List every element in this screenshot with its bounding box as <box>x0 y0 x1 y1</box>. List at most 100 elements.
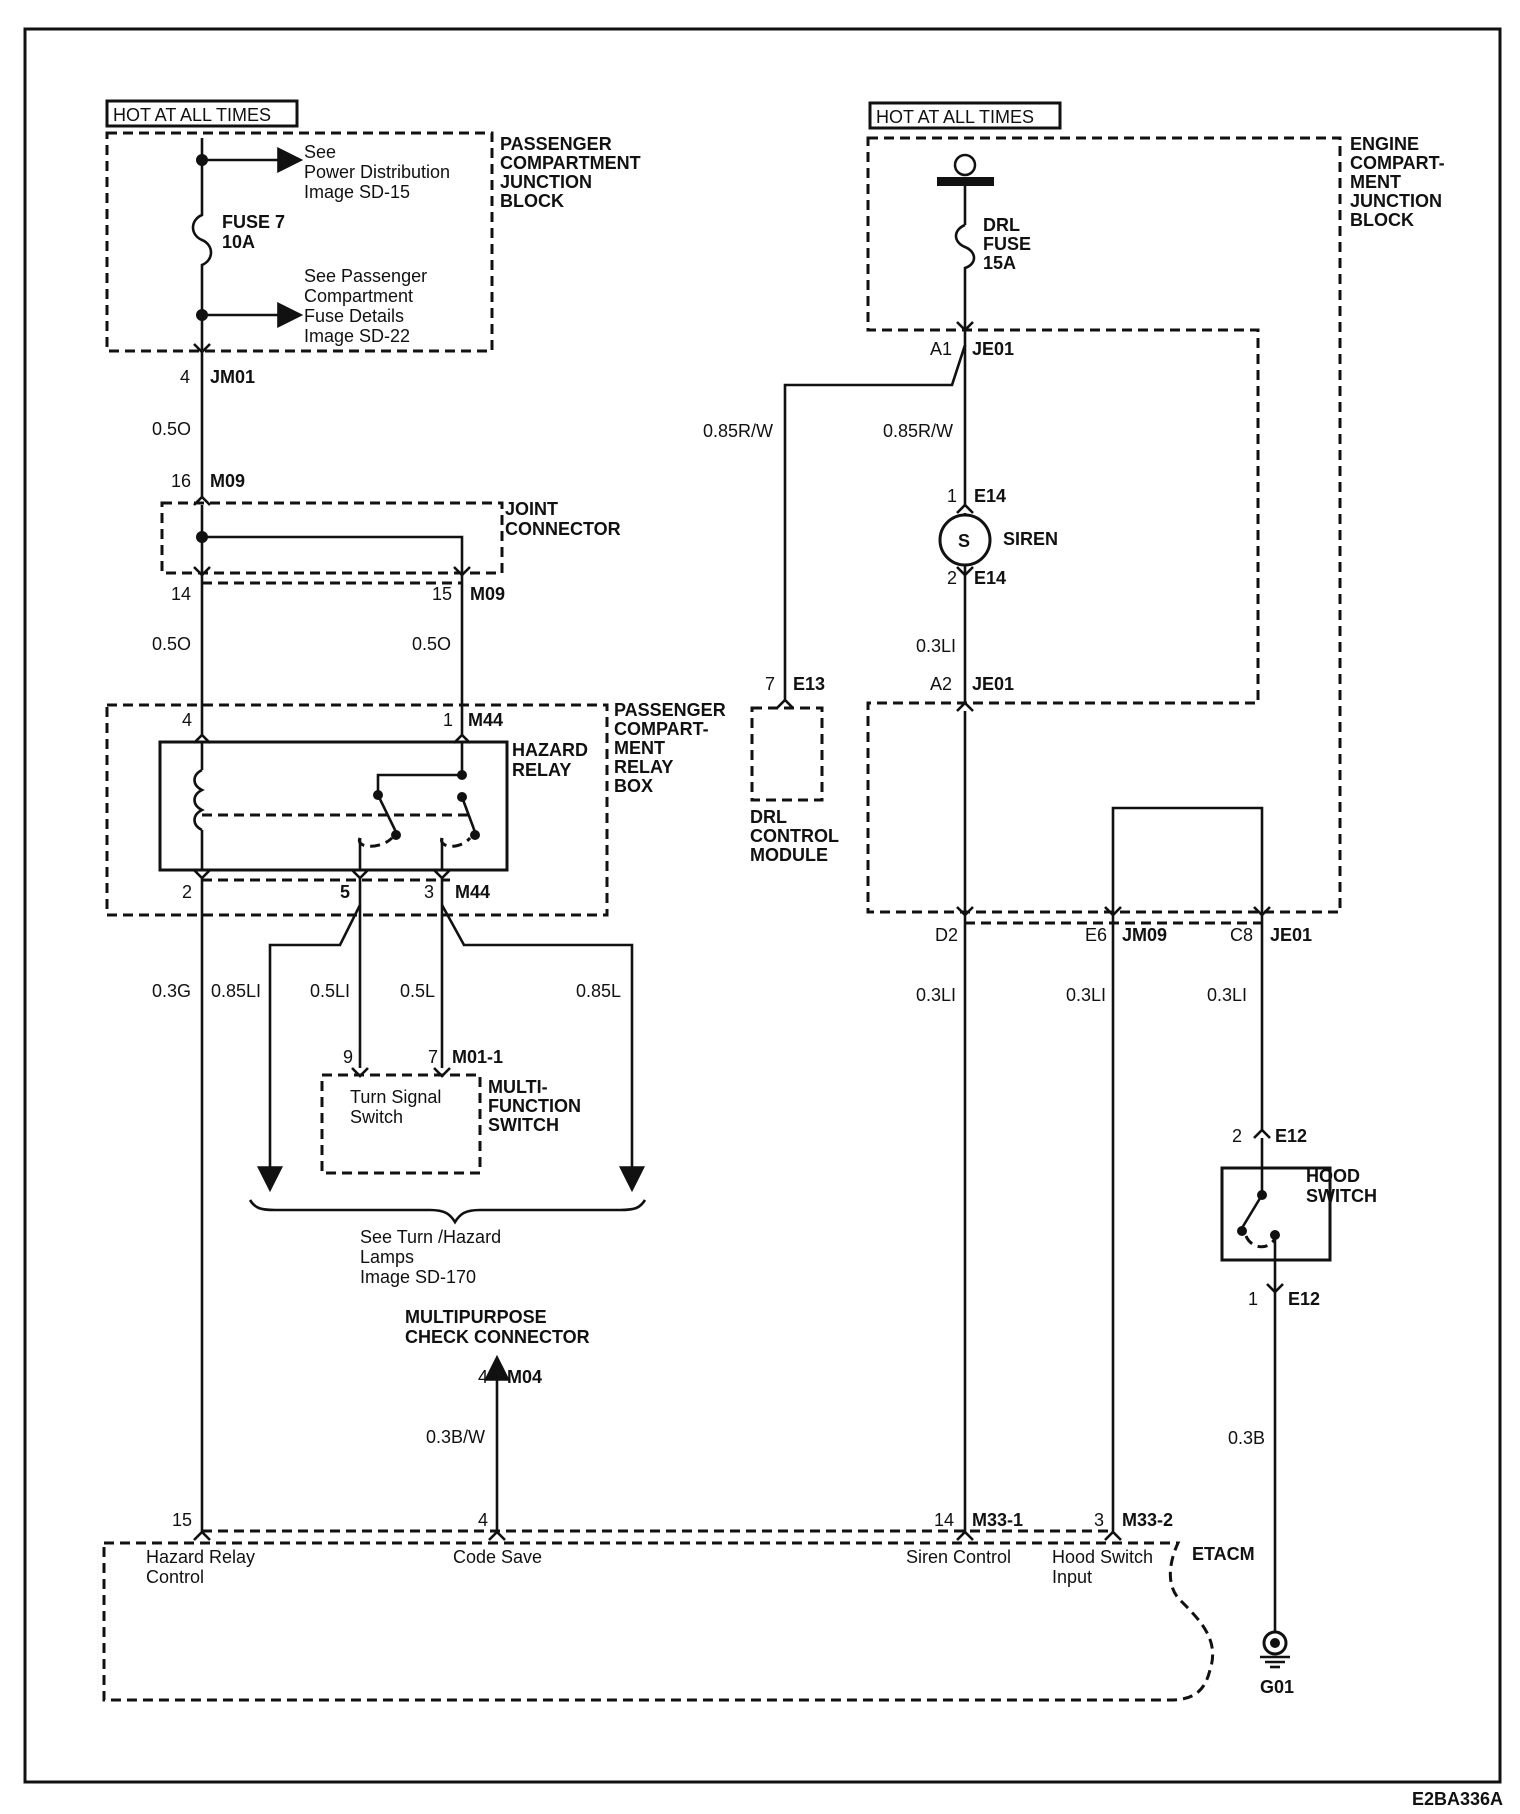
etacm-pin15: 15 <box>172 1510 192 1530</box>
m44-pin2: 2 <box>182 882 192 902</box>
e6-pin: E6 <box>1085 925 1107 945</box>
siren-symbol-letter: S <box>958 531 970 551</box>
a1-pin: A1 <box>930 339 952 359</box>
relay-box-label: PASSENGER COMPART- MENT RELAY BOX <box>614 700 731 796</box>
m44-pin3: 3 <box>424 882 434 902</box>
mfs-pin9: 9 <box>343 1047 353 1067</box>
m04-pin: 4 <box>478 1367 488 1387</box>
hazard-relay-label: HAZARD RELAY <box>512 740 593 780</box>
etacm-pin3: 3 <box>1094 1510 1104 1530</box>
turn-hazard-ref: See Turn /Hazard Lamps Image SD-170 <box>360 1227 506 1287</box>
m44-pin4: 4 <box>182 710 192 730</box>
ground-icon <box>1262 1630 1288 1656</box>
je01-label-top: JE01 <box>972 339 1014 359</box>
je01-label-bottom: JE01 <box>1270 925 1312 945</box>
multifunction-switch-label: MULTI- FUNCTION SWITCH <box>488 1077 586 1135</box>
e13-pin: 7 <box>765 674 775 694</box>
e12-bottom-label: E12 <box>1288 1289 1320 1309</box>
engine-compartment-junction-block <box>866 136 1342 914</box>
hazard-relay-control-label: Hazard Relay Control <box>146 1547 260 1587</box>
wire-drl2-label: 0.85R/W <box>883 421 953 441</box>
etacm-pin14: 14 <box>934 1510 954 1530</box>
c8-pin: C8 <box>1230 925 1253 945</box>
hot-at-all-times-right: HOT AT ALL TIMES <box>868 101 1062 130</box>
fuse-7-label: FUSE 7 10A <box>222 212 290 252</box>
wire-0-85l: 0.85L <box>576 981 621 1001</box>
hood-switch-input-label: Hood Switch Input <box>1052 1547 1158 1587</box>
hood-switch-label: HOOD SWITCH <box>1306 1166 1377 1206</box>
etacm-label: ETACM <box>1192 1544 1255 1564</box>
a2-pin: A2 <box>930 674 952 694</box>
drl-control-module-box <box>750 706 824 802</box>
e12-top-label: E12 <box>1275 1126 1307 1146</box>
code-save-label: Code Save <box>453 1547 542 1567</box>
passenger-compartment-relay-box <box>105 703 609 917</box>
wire-left1-label: 0.5O <box>152 634 191 654</box>
e12-pin2: 2 <box>1232 1126 1242 1146</box>
siren-label: SIREN <box>1003 529 1058 549</box>
wire-e6-label: 0.3LI <box>1066 985 1106 1005</box>
m09-top-label: M09 <box>210 471 245 491</box>
wire-0-3g: 0.3G <box>152 981 191 1001</box>
m09-pin14: 14 <box>171 584 191 604</box>
m04-label: M04 <box>507 1367 542 1387</box>
wire-d2-label: 0.3LI <box>916 985 956 1005</box>
e14-pin2: 2 <box>947 568 957 588</box>
turn-signal-switch-label: Turn Signal Switch <box>350 1087 446 1127</box>
hazard-relay <box>158 740 509 872</box>
m09-pin15: 15 <box>432 584 452 604</box>
wire-c8-label: 0.3LI <box>1207 985 1247 1005</box>
joint-connector-label: JOINT CONNECTOR <box>505 499 621 539</box>
wire-0-5li: 0.5LI <box>310 981 350 1001</box>
etacm-box <box>102 1541 1215 1702</box>
m44-pin1: 1 <box>443 710 453 730</box>
m44-top-label: M44 <box>468 710 503 730</box>
ground-label: G01 <box>1260 1677 1294 1697</box>
siren-control-label: Siren Control <box>906 1547 1011 1567</box>
jm01-label: JM01 <box>210 367 255 387</box>
e12-pin1: 1 <box>1248 1289 1258 1309</box>
m09-top-pin: 16 <box>171 471 191 491</box>
wire-m04-label: 0.3B/W <box>426 1427 485 1447</box>
mfs-connector-label: M01-1 <box>452 1047 503 1067</box>
jm01-pin: 4 <box>180 367 190 387</box>
m44-pin5: 5 <box>340 882 350 902</box>
wire-0-5l: 0.5L <box>400 981 435 1001</box>
e14-bottom-label: E14 <box>974 568 1006 588</box>
power-distribution-ref: See Power Distribution Image SD-15 <box>304 142 455 202</box>
page-border <box>23 27 1502 1784</box>
e14-pin1: 1 <box>947 486 957 506</box>
hot-label-left: HOT AT ALL TIMES <box>113 105 271 125</box>
figure-code: E2BA336A <box>1412 1789 1503 1809</box>
wire-jm01-label: 0.5O <box>152 419 191 439</box>
d2-pin: D2 <box>935 925 958 945</box>
drl-fuse-symbol <box>954 223 976 330</box>
e14-top-label: E14 <box>974 486 1006 506</box>
drl-control-module-label: DRL CONTROL MODULE <box>750 807 844 865</box>
joint-connector-box <box>160 501 504 575</box>
wire-siren-label: 0.3LI <box>916 636 956 656</box>
wire-ground-label: 0.3B <box>1228 1428 1265 1448</box>
drl-fuse-label: DRL FUSE 15A <box>983 215 1036 273</box>
m33-1-label: M33-1 <box>972 1510 1023 1530</box>
etacm-pin4: 4 <box>478 1510 488 1530</box>
fuse-details-ref: See Passenger Compartment Fuse Details I… <box>304 266 432 346</box>
drl-bus-bar <box>937 177 994 186</box>
m09-bottom-label: M09 <box>470 584 505 604</box>
wire-0-85li: 0.85LI <box>211 981 261 1001</box>
turn-hazard-brace <box>248 1199 647 1225</box>
m44-bottom-label: M44 <box>455 882 490 902</box>
wire-drl1-label: 0.85R/W <box>703 421 773 441</box>
je01-label-mid: JE01 <box>972 674 1014 694</box>
hot-label-right: HOT AT ALL TIMES <box>876 107 1034 127</box>
fuse-7-symbol <box>191 190 213 285</box>
hot-at-all-times-left: HOT AT ALL TIMES <box>105 99 299 128</box>
mfs-pin7: 7 <box>428 1047 438 1067</box>
jm09-label: JM09 <box>1122 925 1167 945</box>
e13-label: E13 <box>793 674 825 694</box>
ecjb-label: ENGINE COMPART- MENT JUNCTION BLOCK <box>1350 134 1450 230</box>
passenger-compartment-junction-block <box>105 131 494 353</box>
multipurpose-check-connector-label: MULTIPURPOSE CHECK CONNECTOR <box>405 1307 590 1347</box>
